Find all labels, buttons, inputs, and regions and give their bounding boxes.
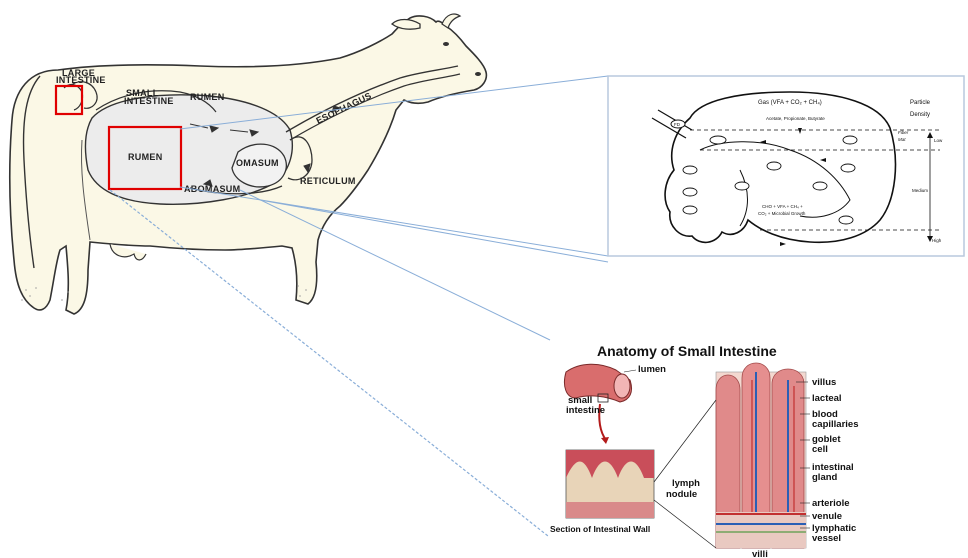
particle-density-label-2: Density	[910, 112, 930, 118]
cow-horn	[442, 14, 460, 28]
cow-spots	[21, 285, 307, 301]
fermentation-label-2: CO₂ + Microbial Growth	[758, 211, 806, 216]
gas-label: Gas (VFA + CO₂ + CH₄)	[758, 100, 822, 106]
density-low-label: Low	[934, 138, 943, 143]
label-small-intestine-2: INTESTINE	[124, 96, 174, 106]
label-venule: venule	[812, 511, 842, 522]
label-arteriole: arteriole	[812, 498, 850, 509]
label-rumen-lower: RUMEN	[128, 152, 163, 162]
label-goblet-cell-2: cell	[812, 444, 828, 455]
label-lymphatic-vessel-2: vessel	[812, 533, 841, 544]
label-reticulum: RETICULUM	[300, 176, 356, 186]
density-high-label: High	[932, 238, 942, 243]
label-large-intestine-2: INTESTINE	[56, 75, 106, 85]
zoom-arrow-head	[601, 437, 609, 444]
gas-sub-label: Acetate, Propionate, Butyrate	[766, 116, 825, 121]
fiber-mat-label-2: Mat	[898, 137, 906, 142]
anatomy-zoom-lines	[654, 400, 716, 548]
fermentation-label-1: CHO + VFA + CH₄ +	[762, 204, 803, 209]
label-blood-capillaries-2: capillaries	[812, 419, 858, 430]
label-omasum: OMASUM	[236, 158, 279, 168]
cow-nostril	[475, 72, 481, 76]
intestine-lumen-opening	[614, 374, 630, 398]
label-section-of-intestinal-wall: Section of Intestinal Wall	[550, 524, 650, 534]
rumen-model-panel: FD Gas	[608, 76, 964, 256]
cow-illustration: LARGE INTESTINE SMALL INTESTINE RUMEN RU…	[10, 14, 487, 314]
density-medium-label: Medium	[912, 188, 928, 193]
submucosa	[716, 512, 806, 548]
wall-muscle	[566, 502, 654, 518]
label-intestinal-gland-2: gland	[812, 472, 838, 483]
rumen-model-input-label: FD	[674, 122, 681, 127]
intestine-title: Anatomy of Small Intestine	[597, 343, 777, 359]
label-lymph-nodule-1: lymph	[672, 478, 700, 489]
fiber-mat-label-1: Fiber	[898, 130, 909, 135]
label-lymph-nodule-2: nodule	[666, 489, 697, 500]
cow-eye	[443, 42, 449, 46]
particle-density-label-1: Particle	[910, 100, 931, 106]
label-rumen-upper: RUMEN	[190, 92, 225, 102]
label-villi: villi	[752, 549, 768, 558]
intestine-anatomy-panel: Anatomy of Small Intestine	[550, 343, 858, 558]
label-lumen: lumen	[638, 364, 666, 375]
label-small-intestine-2: intestine	[566, 405, 605, 416]
label-villus: villus	[812, 377, 836, 388]
label-lacteal: lacteal	[812, 393, 842, 404]
connector-intestine-top	[240, 190, 550, 340]
